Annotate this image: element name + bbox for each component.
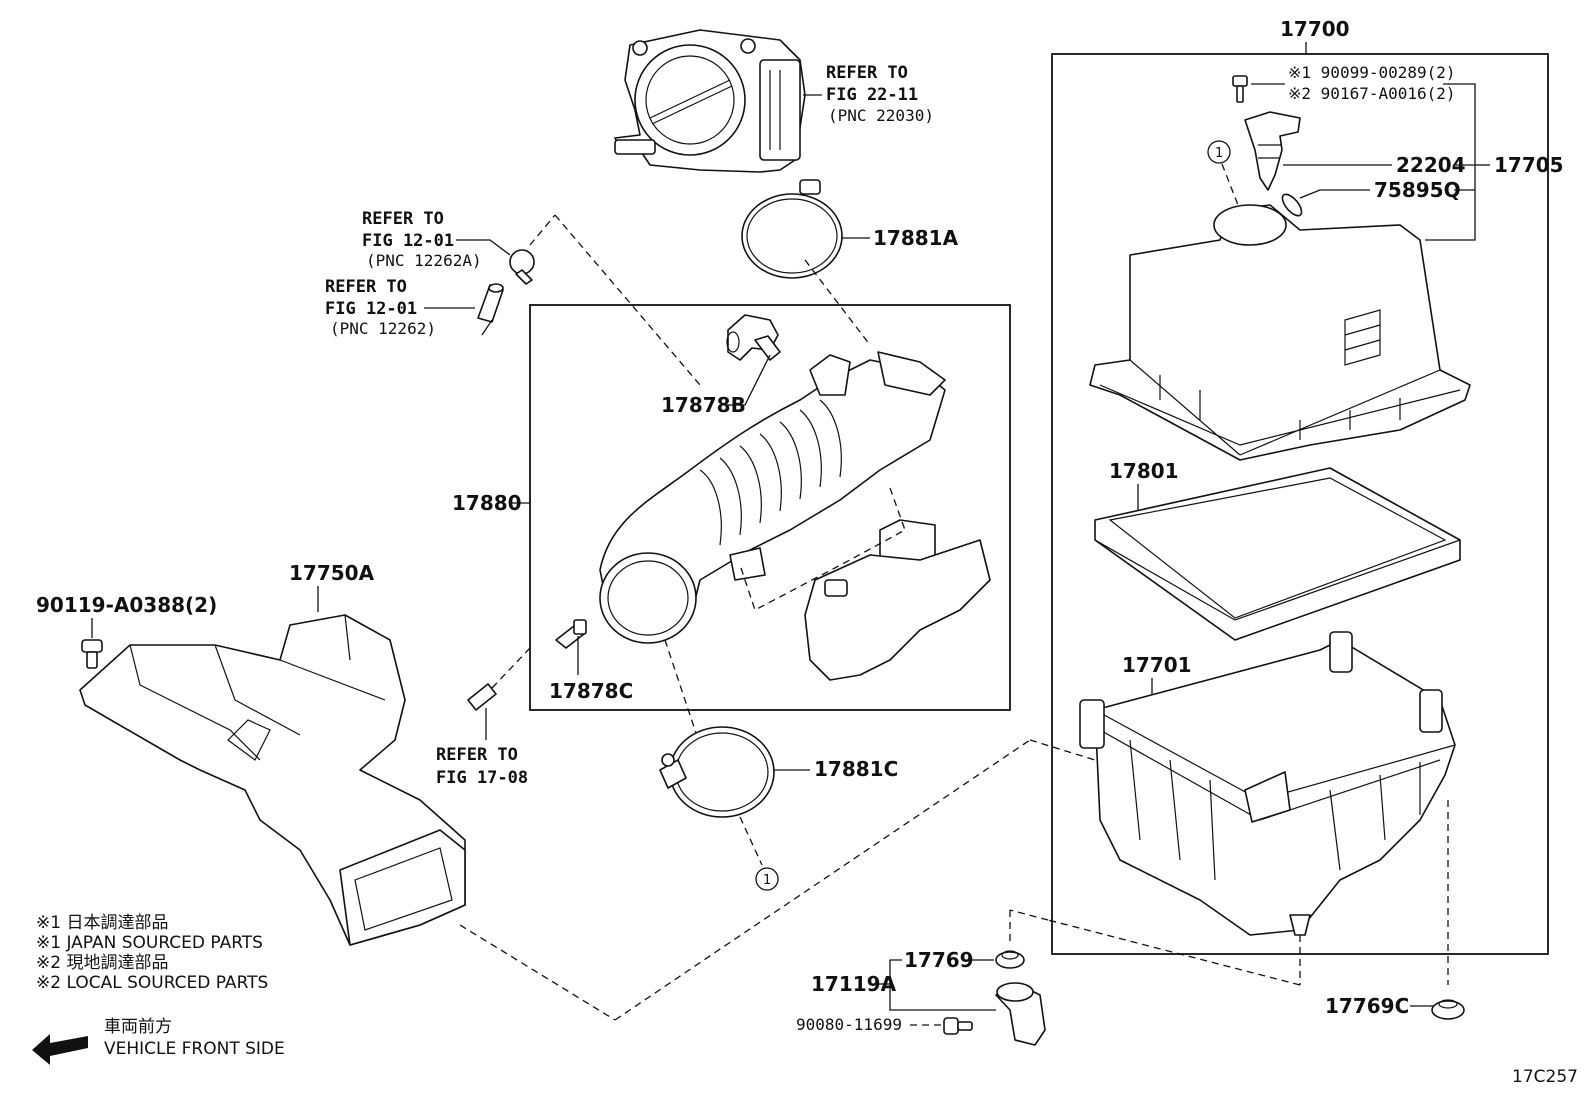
label-17801: 17801 [1109,459,1179,483]
ref-fig17-line1: REFER TO [436,745,518,765]
label-17878b: 17878B [661,393,746,417]
bolt-17878c[interactable] [555,619,587,649]
hose-clip-12262a[interactable] [509,249,535,285]
ref-throttle-line3: (PNC 22030) [828,106,934,125]
label-17700: 17700 [1280,17,1350,41]
air-hose-17880[interactable] [599,351,991,681]
bolt-90080[interactable] [943,1017,973,1035]
clamp-17881c[interactable] [659,726,775,818]
diagram-code: 17C257 [1512,1067,1578,1087]
label-90119: 90119-A0388(2) [36,593,217,617]
throttle-body[interactable] [614,29,806,173]
label-17119a: 17119A [811,972,897,996]
hose-12262[interactable] [477,283,504,323]
ref-throttle[interactable]: REFER TO FIG 22-11 (PNC 22030) [826,63,934,125]
ref-fig12b-line1: REFER TO [325,277,407,297]
legend-line1: ※1 日本調達部品 [36,913,168,933]
arrow-left-icon [32,1034,88,1065]
label-17705: 17705 [1494,153,1564,177]
elbow-17878b[interactable] [726,314,781,361]
hose-ref-17-08[interactable] [467,683,497,711]
label-17750a: 17750A [289,561,375,585]
callout-1-upper-text: 1 [1215,146,1223,161]
ref-throttle-line2: FIG 22-11 [826,85,918,105]
gasket-75895q[interactable] [1279,191,1305,219]
hose-17880-box [529,304,1011,711]
clamp-17881a[interactable] [741,179,843,279]
legend-line4: ※2 LOCAL SOURCED PARTS [36,973,268,993]
label-17881a: 17881A [873,226,959,250]
grommet-17769[interactable] [995,950,1025,969]
ref-fig12a-line1: REFER TO [362,209,444,229]
callout-1-upper: 1 [1207,140,1231,164]
label-17769: 17769 [904,948,974,972]
grommet-17769c[interactable] [1431,999,1465,1020]
ref-fig12a-line2: FIG 12-01 [362,231,454,251]
ref-fig17-line2: FIG 17-08 [436,768,528,788]
label-17769c: 17769C [1325,994,1409,1018]
label-17878c: 17878C [549,679,633,703]
callout-1-lower-text: 1 [763,873,771,888]
bracket-17119a[interactable] [995,982,1046,1046]
ref-fig12b-line2: FIG 12-01 [325,299,417,319]
label-part-s1: ※1 90099-00289(2) [1288,63,1456,82]
legend-line2: ※1 JAPAN SOURCED PARTS [36,933,263,953]
label-17880: 17880 [452,491,522,515]
label-75895q: 75895Q [1374,178,1461,202]
air-cleaner-case-lower-17701[interactable] [1079,631,1456,936]
legend-line3: ※2 現地調達部品 [36,953,168,973]
air-duct-17750a[interactable] [79,614,466,946]
label-17881c: 17881C [814,757,898,781]
air-filter-element-17801[interactable] [1094,467,1461,641]
label-part-s2: ※2 90167-A0016(2) [1288,84,1456,103]
screw-90099[interactable] [1232,75,1248,103]
front-side-jp: 車両前方 [104,1017,172,1037]
ref-throttle-line1: REFER TO [826,63,908,83]
ref-fig12b-line3: (PNC 12262) [330,319,436,338]
label-22204: 22204 [1396,153,1466,177]
callout-1-lower: 1 [755,867,779,891]
label-90080: 90080-11699 [796,1015,902,1034]
air-cleaner-cap-upper[interactable] [1089,204,1471,461]
label-17701: 17701 [1122,653,1192,677]
ref-fig12a-line3: (PNC 12262A) [366,251,482,270]
front-side-en: VEHICLE FRONT SIDE [104,1039,285,1059]
mass-air-flow-sensor-22204[interactable] [1244,111,1301,191]
bolt-90119[interactable] [81,639,103,669]
